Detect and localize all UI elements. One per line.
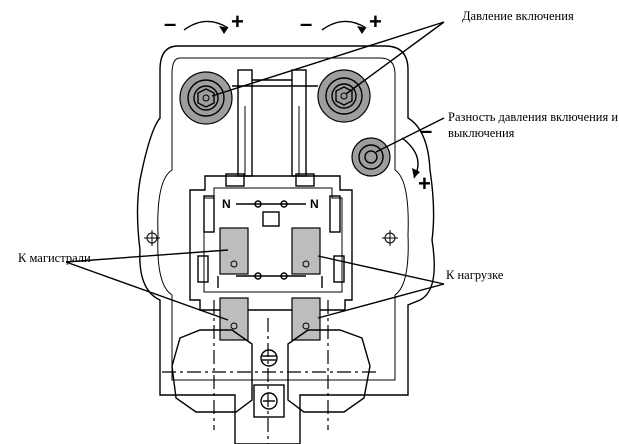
side-block-right-bottom [333, 255, 345, 283]
rotation-arrowhead-right [357, 26, 366, 34]
minus-sign-left: – [164, 11, 176, 36]
mount-mark-right [382, 230, 398, 246]
neutral-label-left: N [222, 197, 231, 211]
knockout-right [287, 329, 371, 413]
plus-sign-left: + [231, 9, 244, 34]
rotation-arrow-left [183, 20, 229, 31]
leader-load [317, 255, 445, 319]
terminal-lower-right [291, 297, 321, 341]
label-differential-line1: Разность давления включения и [448, 110, 618, 124]
cut-in-adjust-screw-right [317, 69, 371, 123]
minus-sign-differential: – [420, 118, 432, 143]
terminal-upper-right [291, 227, 323, 288]
label-differential-line2: выключения [448, 126, 515, 140]
side-block-left-bottom [197, 255, 209, 283]
knockout-left [171, 329, 253, 413]
minus-sign-right: – [300, 11, 312, 36]
rotation-arrow-right [321, 20, 367, 31]
label-cut-in-pressure: Давление включения [462, 9, 574, 23]
ground-screw [260, 349, 278, 367]
rotation-arrowhead-differential [412, 168, 420, 178]
side-block-right-top [329, 195, 341, 233]
contact-bridge-bottom [236, 272, 306, 280]
contact-block-inner [203, 187, 343, 293]
contact-bridge-top [236, 200, 306, 227]
leader-differential [375, 117, 445, 153]
differential-adjust-screw [351, 137, 391, 177]
rotation-arrowhead-left [219, 26, 228, 34]
leader-mains [65, 249, 229, 321]
plus-sign-right: + [369, 9, 382, 34]
block-cap-right [295, 173, 315, 187]
earth-block [253, 384, 285, 418]
label-mains: К магистрали [18, 251, 91, 265]
housing-inner [157, 57, 409, 381]
neutral-label-right: N [310, 197, 319, 211]
side-block-left-top [203, 195, 215, 233]
label-load: К нагрузке [446, 268, 504, 282]
mount-mark-left [144, 230, 160, 246]
block-cap-left [225, 173, 245, 187]
leader-cut-in [211, 21, 445, 97]
cut-in-adjust-screw-left [179, 71, 233, 125]
plus-sign-differential: + [418, 171, 431, 196]
terminal-upper-left [217, 227, 249, 288]
